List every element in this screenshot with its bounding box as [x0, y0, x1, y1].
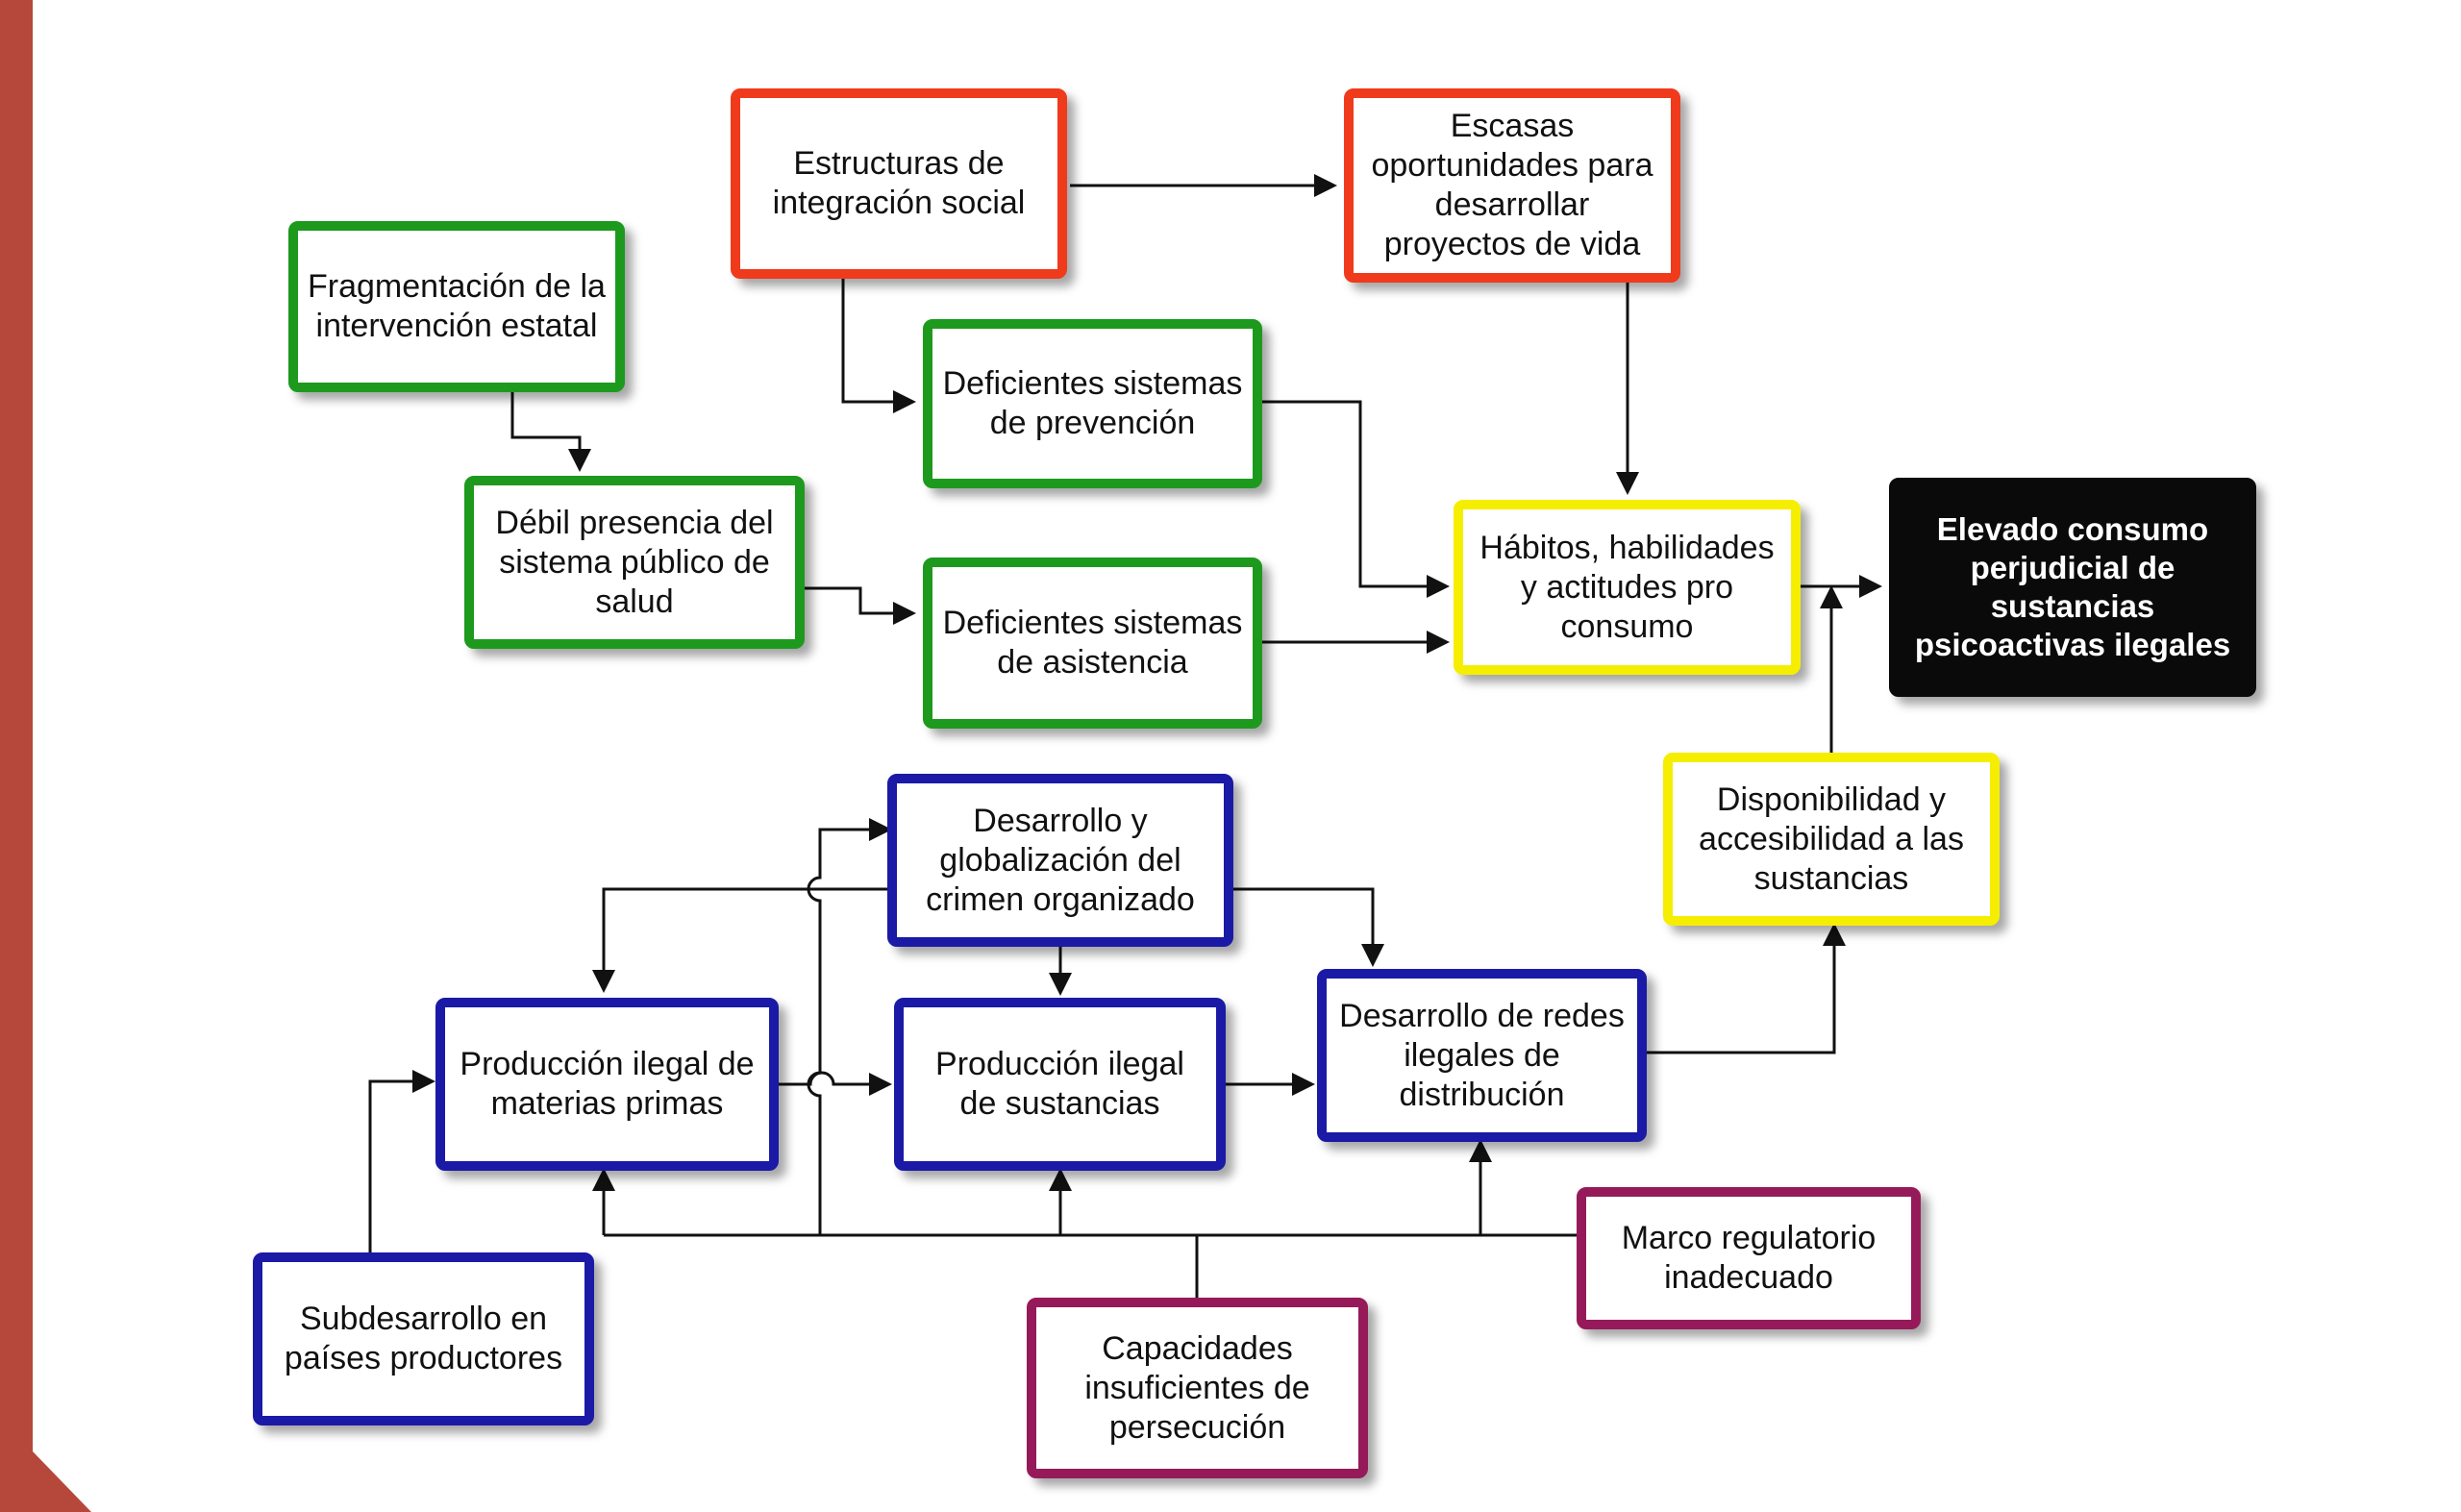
node-debil-presencia-sistema-publico: Débil presencia del sistema público de s…	[464, 476, 805, 649]
edge-crimen-redes	[1233, 887, 1384, 967]
node-label: Producción ilegal de sustancias	[935, 1046, 1184, 1122]
node-capacidades-insuficientes-persecucion: Capacidades insuficientes de persecución	[1027, 1298, 1368, 1478]
node-label: Capacidades insuficientes de persecución	[1084, 1329, 1310, 1446]
node-label: Producción ilegal de materias primas	[460, 1046, 755, 1122]
sidebar-corner	[33, 1451, 91, 1512]
node-label: Elevado consumo perjudicial de sustancia…	[1914, 511, 2231, 662]
sidebar-strip	[0, 0, 33, 1512]
node-deficientes-sistemas-prevencion: Deficientes sistemas de prevención	[923, 319, 1262, 488]
edge-estructuras-prevencion	[841, 279, 916, 413]
node-label: Deficientes sistemas de asistencia	[942, 605, 1243, 681]
edge-materias-sustancias	[779, 1071, 892, 1096]
edge-redes-disponibilidad	[1647, 923, 1846, 1054]
node-subdesarrollo-paises-productores: Subdesarrollo en países productores	[253, 1252, 594, 1425]
node-label: Estructuras de integración social	[772, 145, 1026, 221]
node-disponibilidad-accesibilidad: Disponibilidad y accesibilidad a las sus…	[1663, 753, 2000, 926]
node-label: Desarrollo y globalización del crimen or…	[926, 802, 1195, 918]
node-marco-regulatorio-inadecuado: Marco regulatorio inadecuado	[1577, 1187, 1921, 1329]
node-label: Marco regulatorio inadecuado	[1621, 1220, 1877, 1296]
node-escasas-oportunidades: Escasas oportunidades para desarrollar p…	[1344, 88, 1680, 283]
node-desarrollo-redes-distribucion: Desarrollo de redes ilegales de distribu…	[1317, 969, 1647, 1142]
node-label: Disponibilidad y accesibilidad a las sus…	[1699, 781, 1964, 897]
node-label: Escasas oportunidades para desarrollar p…	[1371, 108, 1653, 262]
node-produccion-ilegal-sustancias: Producción ilegal de sustancias	[894, 998, 1226, 1171]
node-label: Hábitos, habilidades y actitudes pro con…	[1479, 529, 1775, 645]
node-deficientes-sistemas-asistencia: Deficientes sistemas de asistencia	[923, 558, 1262, 729]
edge-subdesarrollo-materias	[368, 1070, 435, 1252]
node-desarrollo-globalizacion-crimen: Desarrollo y globalización del crimen or…	[887, 774, 1233, 947]
edge-prevencion-habitos	[1262, 400, 1450, 598]
node-label: Desarrollo de redes ilegales de distribu…	[1339, 997, 1625, 1113]
node-produccion-ilegal-materias-primas: Producción ilegal de materias primas	[435, 998, 779, 1171]
node-fragmentacion-intervencion-estatal: Fragmentación de la intervención estatal	[288, 221, 625, 392]
node-habitos-habilidades-actitudes: Hábitos, habilidades y actitudes pro con…	[1454, 500, 1801, 675]
node-label: Débil presencia del sistema público de s…	[495, 504, 774, 620]
node-label: Fragmentación de la intervención estatal	[308, 268, 606, 344]
node-estructuras-integracion-social: Estructuras de integración social	[731, 88, 1067, 279]
node-elevado-consumo-perjudicial: Elevado consumo perjudicial de sustancia…	[1889, 478, 2256, 697]
node-label: Deficientes sistemas de prevención	[942, 365, 1243, 441]
edge-bus-crimen	[807, 818, 892, 1235]
edge-fragmentacion-debil	[510, 392, 591, 472]
edge-debil-asistencia	[805, 586, 916, 625]
edge-crimen-materias	[592, 887, 887, 993]
node-label: Subdesarrollo en países productores	[284, 1301, 563, 1376]
